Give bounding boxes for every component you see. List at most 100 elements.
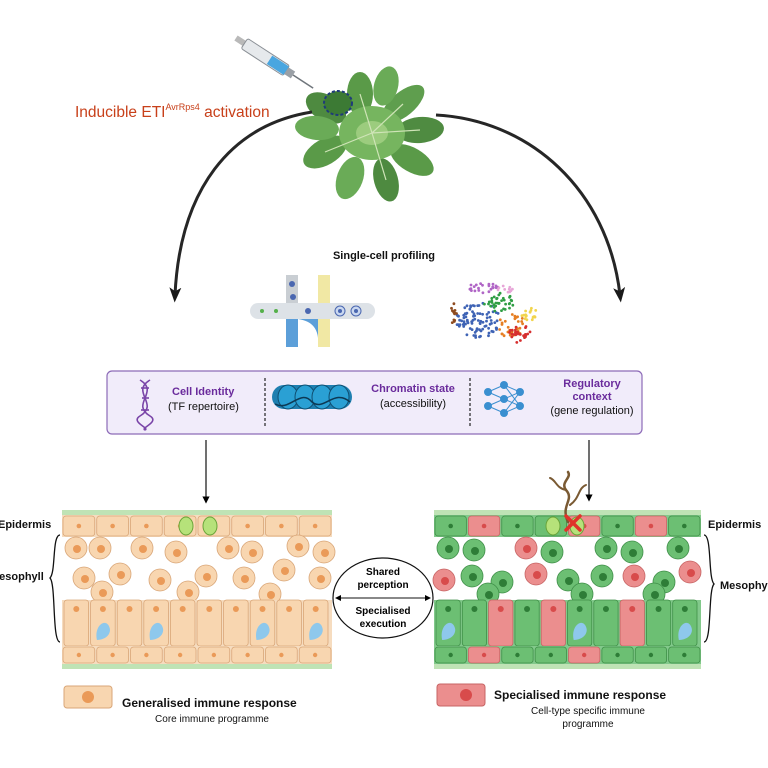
umap-point — [492, 295, 496, 299]
umap-point — [479, 282, 482, 285]
umap-point — [450, 306, 453, 310]
cell-nucleus — [448, 652, 453, 658]
umap-point — [487, 334, 490, 338]
cell-nucleus — [565, 577, 573, 585]
oval-line-1: Shared — [366, 567, 400, 578]
umap-point — [503, 288, 507, 291]
umap-point — [508, 302, 512, 305]
umap-point — [494, 304, 498, 308]
legend-generalised-subtitle: Core immune programme — [155, 714, 269, 725]
cell-nucleus — [648, 652, 654, 658]
cell-nucleus — [615, 523, 620, 529]
arrow-right — [435, 113, 626, 303]
title-text: Inducible ETIAvrRps4 activation — [75, 102, 270, 121]
umap-point — [534, 309, 538, 312]
umap-point — [458, 323, 462, 327]
umap-point — [506, 325, 510, 329]
umap-point — [524, 309, 527, 313]
umap-point — [510, 332, 514, 336]
umap-point — [474, 283, 478, 287]
umap-point — [472, 285, 476, 288]
umap-point — [521, 322, 524, 326]
umap-point — [518, 326, 522, 330]
umap-point — [501, 284, 505, 288]
umap-point — [490, 299, 494, 303]
umap-point — [476, 319, 480, 322]
umap-point — [528, 310, 532, 314]
umap-point — [481, 312, 484, 316]
cell-nucleus — [203, 573, 211, 581]
cell-nucleus — [110, 523, 115, 529]
label-mesophyll-left: Mesophyll — [0, 571, 44, 583]
cell-nucleus — [469, 573, 477, 581]
cell-nucleus — [157, 577, 165, 585]
cell-nucleus — [267, 591, 275, 599]
umap-point — [464, 322, 467, 326]
umap-point — [473, 289, 477, 293]
umap-point — [516, 320, 520, 323]
cell-nucleus — [153, 606, 160, 612]
umap-point — [475, 329, 478, 333]
cell-nucleus — [515, 523, 520, 529]
umap-point — [481, 291, 485, 295]
umap-point — [472, 312, 476, 316]
label-epidermis-left: Epidermis — [0, 519, 51, 531]
umap-point — [500, 309, 503, 312]
cell-nucleus — [99, 606, 106, 612]
umap-point — [533, 315, 537, 319]
umap-point — [453, 311, 457, 315]
umap-point — [483, 325, 487, 328]
umap-point — [463, 306, 467, 310]
cell-nucleus — [576, 606, 583, 612]
umap-point — [487, 326, 490, 330]
cell-nucleus — [629, 606, 636, 612]
umap-point — [502, 334, 506, 338]
umap-point — [452, 302, 456, 306]
cell-nucleus — [629, 549, 637, 557]
feature-cell-identity-title: Cell Identity — [172, 386, 235, 398]
umap-point — [491, 282, 495, 286]
umap-point — [497, 286, 501, 290]
cell-nucleus — [648, 523, 654, 529]
brace-right — [703, 534, 715, 643]
cell-nucleus — [317, 575, 325, 583]
umap-point — [473, 304, 476, 308]
legend-specialised-subtitle-1: Cell-type specific immune — [531, 706, 645, 717]
pathogen-hypha — [549, 477, 567, 491]
umap-point — [478, 328, 481, 332]
umap-point — [520, 317, 524, 320]
cell-nucleus — [579, 591, 587, 599]
legend-specialised-title: Specialised immune response — [494, 688, 666, 702]
feature-chromatin-title: Chromatin state — [371, 383, 455, 395]
umap-point — [489, 304, 493, 308]
cell-nucleus — [481, 652, 487, 658]
umap-point — [462, 320, 466, 323]
cell-nucleus — [321, 549, 329, 557]
cell-nucleus — [206, 606, 213, 612]
umap-point — [493, 309, 497, 313]
umap-point — [496, 301, 500, 305]
umap-point — [462, 316, 466, 320]
umap-point — [487, 282, 491, 286]
umap-point — [509, 298, 513, 302]
umap-point — [514, 325, 518, 329]
cell-nucleus — [603, 545, 611, 553]
cell-nucleus — [681, 606, 688, 612]
cell-nucleus — [448, 523, 453, 529]
vacuole — [678, 622, 692, 640]
umap-point — [487, 311, 491, 314]
umap-point — [496, 288, 500, 292]
cell-nucleus — [471, 606, 478, 612]
umap-point — [495, 296, 499, 300]
umap-point — [503, 319, 507, 323]
cell-nucleus — [471, 547, 479, 555]
cell-nucleus — [279, 652, 284, 658]
vacuole — [573, 622, 587, 640]
cell-nucleus — [211, 652, 217, 658]
umap-point — [519, 339, 522, 342]
umap-point — [476, 304, 480, 307]
lower-epidermis-layer — [62, 646, 332, 664]
umap-point — [520, 314, 524, 317]
umap-point — [489, 287, 493, 291]
